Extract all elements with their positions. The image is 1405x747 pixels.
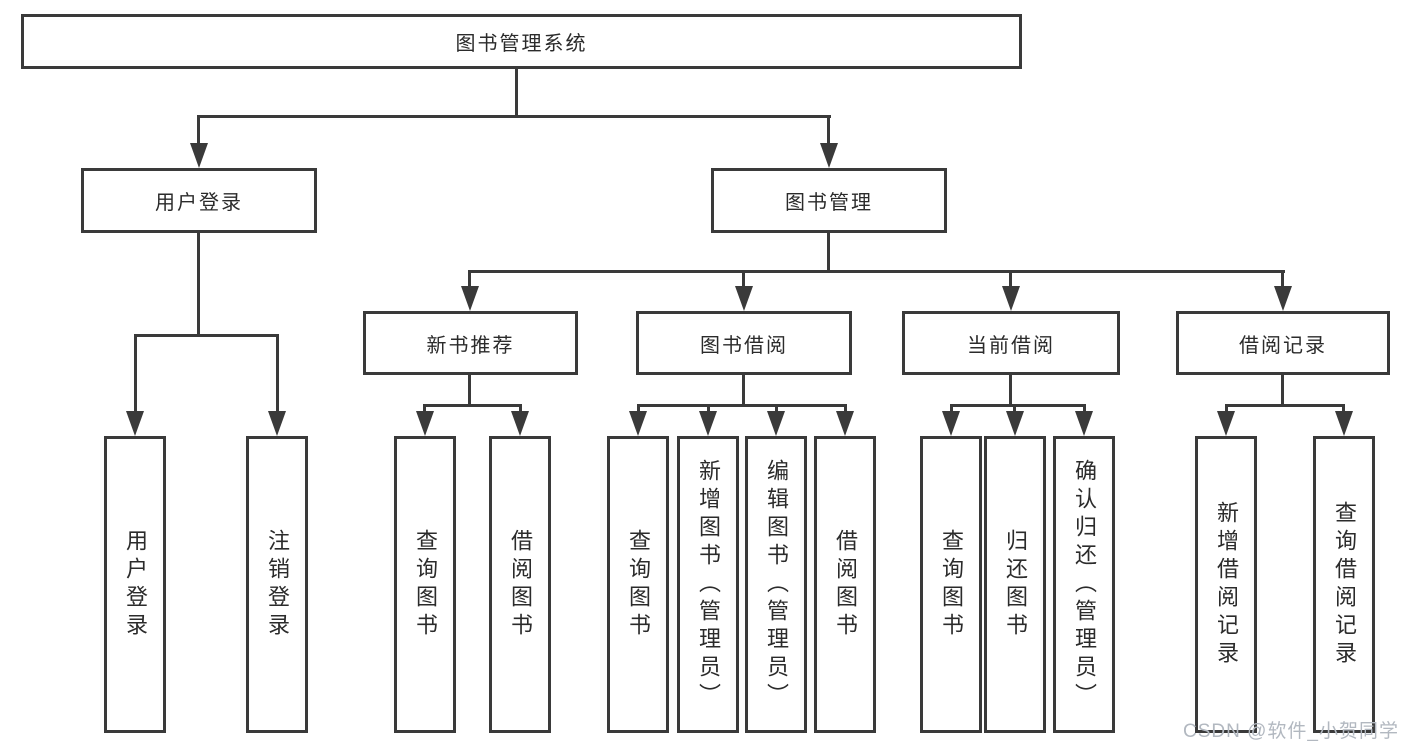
connector-records-bar xyxy=(1225,404,1345,407)
connector-userlogin-drop-2 xyxy=(276,334,279,413)
arrow-down-icon xyxy=(1274,286,1292,311)
connector-bookmgmt-stem xyxy=(827,233,830,272)
connector-records-stem xyxy=(1281,375,1284,406)
arrow-down-icon xyxy=(1006,411,1024,436)
arrow-down-icon xyxy=(190,143,208,168)
node-book-borrowing: 图书借阅 xyxy=(636,311,852,375)
leaf-add-book-admin: 新增图书（管理员） xyxy=(677,436,739,733)
arrow-down-icon xyxy=(461,286,479,311)
arrow-down-icon xyxy=(511,411,529,436)
leaf-query-books-borrowing: 查询图书 xyxy=(607,436,669,733)
leaf-logout: 注销登录 xyxy=(246,436,308,733)
node-current-borrowing: 当前借阅 xyxy=(902,311,1120,375)
connector-borrowing-drop-2 xyxy=(707,404,710,413)
leaf-return-book: 归还图书 xyxy=(984,436,1046,733)
connector-recommend-bar xyxy=(423,404,522,407)
connector-recommend-drop-1 xyxy=(423,404,426,413)
connector-bookmgmt-drop-4 xyxy=(1281,270,1284,288)
node-user-login: 用户登录 xyxy=(81,168,317,233)
leaf-query-books-current: 查询图书 xyxy=(920,436,982,733)
connector-bookmgmt-drop-2 xyxy=(742,270,745,288)
connector-userlogin-drop-1 xyxy=(134,334,137,413)
arrow-down-icon xyxy=(699,411,717,436)
node-book-management: 图书管理 xyxy=(711,168,947,233)
leaf-borrow-books-recommend: 借阅图书 xyxy=(489,436,551,733)
arrow-down-icon xyxy=(767,411,785,436)
connector-root-drop-left xyxy=(197,115,200,145)
connector-root-drop-right xyxy=(827,115,830,145)
leaf-edit-book-admin: 编辑图书（管理员） xyxy=(745,436,807,733)
connector-bookmgmt-drop-3 xyxy=(1009,270,1012,288)
connector-current-drop-3 xyxy=(1083,404,1086,413)
node-borrowing-records: 借阅记录 xyxy=(1176,311,1390,375)
connector-current-bar xyxy=(950,404,1086,407)
connector-root-stem xyxy=(515,69,518,118)
arrow-down-icon xyxy=(1075,411,1093,436)
connector-records-drop-2 xyxy=(1342,404,1345,413)
arrow-down-icon xyxy=(629,411,647,436)
node-library-management-system: 图书管理系统 xyxy=(21,14,1022,69)
connector-recommend-drop-2 xyxy=(519,404,522,413)
csdn-watermark: CSDN @软件_小贺同学 xyxy=(1183,721,1399,742)
connector-root-bar xyxy=(197,115,831,118)
connector-current-stem xyxy=(1009,375,1012,406)
connector-borrowing-drop-3 xyxy=(775,404,778,413)
connector-recommend-stem xyxy=(468,375,471,406)
leaf-query-books-recommend: 查询图书 xyxy=(394,436,456,733)
arrow-down-icon xyxy=(416,411,434,436)
arrow-down-icon xyxy=(942,411,960,436)
connector-borrowing-bar xyxy=(637,404,847,407)
leaf-confirm-return-admin: 确认归还（管理员） xyxy=(1053,436,1115,733)
arrow-down-icon xyxy=(1335,411,1353,436)
arrow-down-icon xyxy=(1217,411,1235,436)
connector-current-drop-2 xyxy=(1013,404,1016,413)
connector-bookmgmt-drop-1 xyxy=(468,270,471,288)
connector-current-drop-1 xyxy=(950,404,953,413)
arrow-down-icon xyxy=(1002,286,1020,311)
arrow-down-icon xyxy=(820,143,838,168)
leaf-user-login: 用户登录 xyxy=(104,436,166,733)
arrow-down-icon xyxy=(735,286,753,311)
connector-borrowing-stem xyxy=(742,375,745,406)
connector-records-drop-1 xyxy=(1225,404,1228,413)
connector-borrowing-drop-1 xyxy=(637,404,640,413)
leaf-borrow-books-borrowing: 借阅图书 xyxy=(814,436,876,733)
leaf-query-borrow-record: 查询借阅记录 xyxy=(1313,436,1375,733)
connector-userlogin-stem xyxy=(197,233,200,336)
connector-bookmgmt-bar xyxy=(468,270,1285,273)
arrow-down-icon xyxy=(126,411,144,436)
connector-borrowing-drop-4 xyxy=(844,404,847,413)
arrow-down-icon xyxy=(836,411,854,436)
leaf-add-borrow-record: 新增借阅记录 xyxy=(1195,436,1257,733)
connector-userlogin-bar xyxy=(134,334,279,337)
node-new-book-recommend: 新书推荐 xyxy=(363,311,578,375)
arrow-down-icon xyxy=(268,411,286,436)
